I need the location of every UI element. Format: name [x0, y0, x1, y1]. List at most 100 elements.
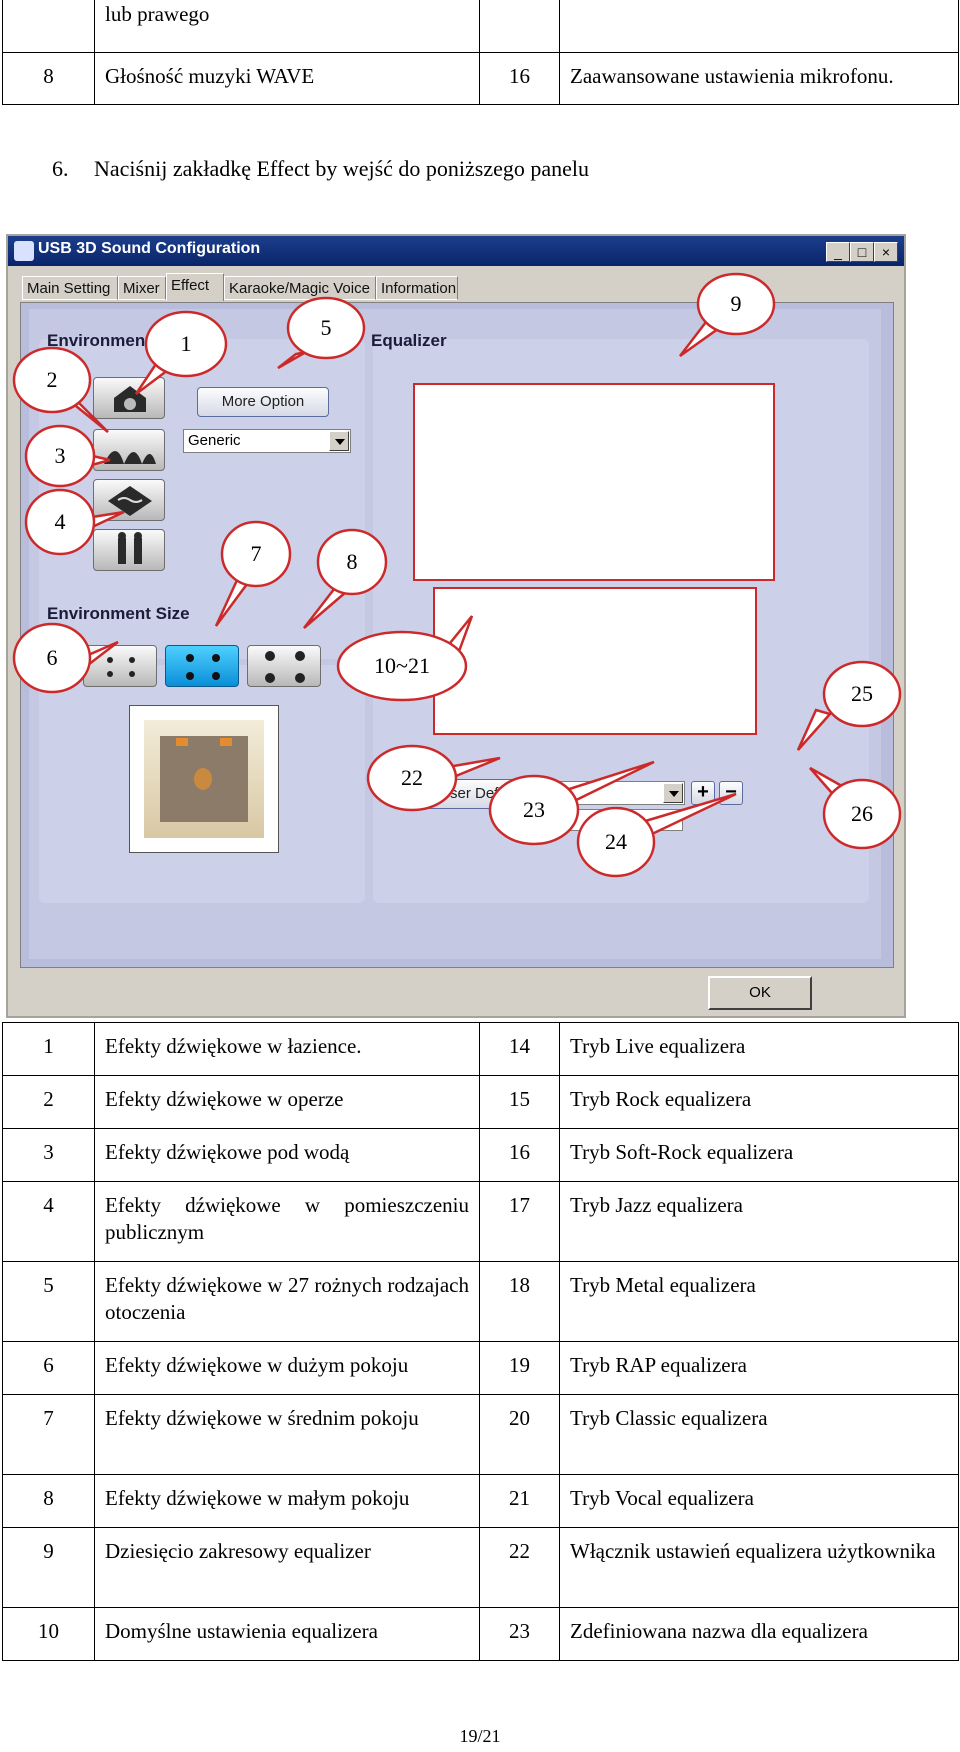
people-icon [118, 532, 142, 564]
equalizer-graph[interactable] [413, 383, 775, 581]
table-cell: Zaawansowane ustawienia mikrofonu. [559, 52, 959, 105]
callout-1-label: 1 [180, 331, 192, 356]
item-number-cell: 14 [479, 1022, 560, 1076]
item-number-cell: 3 [2, 1128, 95, 1182]
medium-room-button[interactable] [165, 645, 239, 687]
tab-main-setting[interactable]: Main Setting [22, 276, 118, 300]
callout-8-bubble [316, 528, 388, 596]
item-number-cell: 4 [2, 1181, 95, 1262]
callout-22-bubble [366, 744, 458, 812]
callout-9-bubble [696, 272, 776, 336]
tab-information[interactable]: Information [376, 276, 458, 300]
tab-karaoke-magic-voice[interactable]: Karaoke/Magic Voice [224, 276, 376, 300]
equalizer-presets[interactable] [433, 587, 757, 735]
step-instruction: 6.Naciśnij zakładkę Effect by wejść do p… [52, 156, 589, 182]
table-row: 8 Głośność muzyki WAVE 16 Zaawansowane u… [2, 52, 959, 105]
item-number-cell: 7 [2, 1394, 95, 1475]
effect-panel: Environment Environment Size Equalizer M… [20, 302, 894, 968]
title-bar: USB 3D Sound Configuration _ □ × [8, 236, 904, 266]
table-cell [559, 0, 959, 53]
table-cell: Głośność muzyki WAVE [94, 52, 480, 105]
equalizer-label: Equalizer [371, 331, 447, 350]
item-number-cell: 1 [2, 1022, 95, 1076]
callout-22-label: 22 [401, 765, 423, 790]
callout-4-label: 4 [54, 509, 66, 534]
page-number: 19/21 [459, 1726, 501, 1746]
callout-9-label: 9 [730, 291, 742, 316]
table-cell: 8 [2, 52, 95, 105]
public-room-effect-button[interactable] [93, 529, 165, 571]
item-description-cell: Domyślne ustawienia equalizera [94, 1607, 480, 1661]
item-description-cell: Efekty dźwiękowe w małym pokoju [94, 1474, 480, 1528]
environment-select-value: Generic [188, 432, 241, 449]
table-row: lub prawego [2, 0, 959, 53]
callout-25-bubble [822, 660, 902, 728]
item-number-cell: 17 [479, 1181, 560, 1262]
callout-4-bubble [24, 488, 96, 556]
callout-7-bubble [220, 520, 292, 588]
tab-mixer[interactable]: Mixer [118, 276, 166, 300]
callout-23-label: 23 [523, 797, 545, 822]
callout-layer [12, 272, 902, 878]
listener-icon [194, 768, 212, 790]
item-description-cell: Efekty dźwiękowe w pomieszczeniu publicz… [94, 1181, 480, 1262]
callout-3-label: 3 [54, 443, 66, 468]
callout-7-label: 7 [250, 541, 262, 566]
callout-2-bubble [12, 346, 92, 414]
tab-effect[interactable]: Effect [166, 273, 224, 301]
callout-8-label: 8 [346, 549, 358, 574]
item-number-cell: 2 [2, 1075, 95, 1129]
chevron-down-icon[interactable] [663, 783, 683, 803]
window-title: USB 3D Sound Configuration [38, 240, 261, 257]
maximize-button[interactable]: □ [850, 242, 874, 262]
item-description-cell: Efekty dźwiękowe w średnim pokoju [94, 1394, 480, 1475]
minimize-button[interactable]: _ [826, 242, 850, 262]
environment-label: Environment [47, 331, 151, 350]
item-number-cell: 15 [479, 1075, 560, 1129]
close-button[interactable]: × [874, 242, 898, 262]
item-number-cell: 6 [2, 1341, 95, 1395]
item-description-cell: Dziesięcio zakresowy equalizer [94, 1527, 480, 1608]
environment-size-label: Environment Size [47, 604, 190, 623]
item-number-cell: 18 [479, 1261, 560, 1342]
callout-23-bubble [488, 774, 580, 846]
table-cell: lub prawego [94, 0, 480, 53]
table-cell [2, 0, 95, 53]
chevron-down-icon[interactable] [329, 431, 349, 451]
callout-26-bubble [822, 778, 902, 850]
callout-1-bubble [144, 310, 228, 378]
item-description-cell: Efekty dźwiękowe pod wodą [94, 1128, 480, 1182]
table-cell: 16 [479, 52, 560, 105]
item-description-cell: Tryb Classic equalizera [559, 1394, 959, 1475]
speaker-icon [220, 738, 232, 746]
item-description-cell: Tryb Soft-Rock equalizera [559, 1128, 959, 1182]
callout-2-label: 2 [46, 367, 58, 392]
opera-house-icon [104, 451, 156, 464]
underwater-effect-button[interactable] [93, 479, 165, 521]
item-description-cell: Efekty dźwiękowe w dużym pokoju [94, 1341, 480, 1395]
ok-button[interactable]: OK [708, 976, 812, 1010]
callout-26-label: 26 [851, 801, 873, 826]
dialog-screenshot: USB 3D Sound Configuration _ □ × Main Se… [6, 234, 906, 1018]
environment-select[interactable]: Generic [183, 429, 351, 453]
small-room-button[interactable] [247, 645, 321, 687]
callout-5-pointer [277, 350, 307, 370]
more-option-button[interactable]: More Option [197, 387, 329, 417]
callout-25-label: 25 [851, 681, 873, 706]
item-number-cell: 20 [479, 1394, 560, 1475]
room-size-icon [186, 654, 220, 680]
step-text: Naciśnij zakładkę Effect by wejść do pon… [94, 156, 590, 181]
callout-25-pointer [796, 708, 833, 751]
callout-5-bubble [286, 296, 366, 360]
item-number-cell: 8 [2, 1474, 95, 1528]
usb-app-icon [14, 241, 34, 261]
